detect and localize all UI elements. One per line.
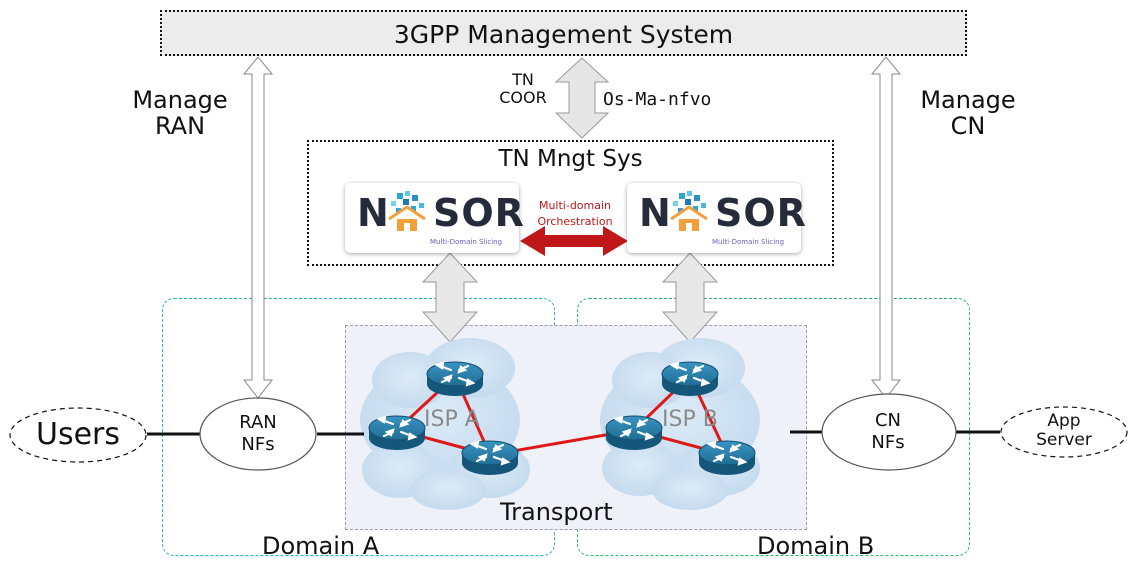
logo-subtitle: Multi-Domain Slicing [430, 238, 503, 246]
manage-ran-arrow [242, 56, 274, 399]
manage-ran-label-line1: Manage [132, 86, 228, 114]
tn-right-block-arrow [661, 252, 719, 343]
manage-cn-label-line2: CN [950, 112, 986, 140]
orchestration-arrow [520, 226, 628, 256]
tn-left-block-arrow [421, 252, 479, 343]
users-label: Users [35, 417, 120, 452]
os-ma-nfvo-label: Os-Ma-nfvo [603, 89, 712, 110]
tn-coor-label-line2: COOR [499, 88, 547, 107]
router-icon [367, 414, 427, 452]
nasor-house-icon [388, 191, 426, 231]
router-icon [604, 414, 664, 452]
ran-nfs-node [199, 397, 317, 471]
router-icon [660, 360, 720, 398]
tn-mngt-sys-title: TN Mngt Sys [498, 146, 643, 172]
management-system-label: 3GPP Management System [393, 20, 734, 49]
router-icon [697, 439, 757, 477]
manage-cn-arrow [870, 56, 902, 399]
app-server-label-line2: Server [1036, 430, 1092, 450]
logo-n-text: N [357, 191, 390, 235]
domain-a-label: Domain A [262, 532, 380, 560]
management-system-box: 3GPP Management System [160, 10, 967, 56]
logo-sor-text: SOR [715, 191, 807, 235]
cn-nfs-label-line2: NFs [871, 432, 905, 453]
logo-n-text: N [639, 191, 672, 235]
cn-nfs-label-line1: CN [874, 410, 902, 431]
app-server-label-line1: App [1047, 411, 1081, 431]
orchestration-label-line2: Orchestration [537, 215, 613, 228]
app-server-node [1000, 406, 1128, 458]
users-node [9, 407, 147, 463]
isp-a-label: ISP A [424, 407, 480, 432]
nasor-logo-left: N SOR Multi-Domain Slicing [345, 183, 524, 253]
orchestration-label-line1: Multi-domain [538, 199, 612, 212]
cn-nfs-node [821, 393, 957, 471]
nasor-house-icon [670, 191, 708, 231]
router-icon [460, 439, 520, 477]
tn-coor-label-line1: TN [512, 70, 534, 89]
domain-b-label: Domain B [757, 532, 875, 560]
router-icon [425, 360, 485, 398]
nasor-logo-right: N SOR Multi-Domain Slicing [627, 183, 806, 253]
manage-cn-label-line1: Manage [920, 86, 1016, 114]
ran-nfs-label-line2: NFs [241, 434, 275, 455]
ran-nfs-label-line1: RAN [239, 412, 277, 433]
transport-label: Transport [500, 498, 613, 526]
logo-subtitle: Multi-Domain Slicing [712, 238, 785, 246]
logo-sor-text: SOR [433, 191, 525, 235]
manage-ran-label-line2: RAN [154, 112, 206, 140]
os-ma-nfvo-arrow [554, 57, 610, 139]
isp-b-label: ISP B [662, 407, 718, 432]
access-links [147, 430, 1000, 436]
